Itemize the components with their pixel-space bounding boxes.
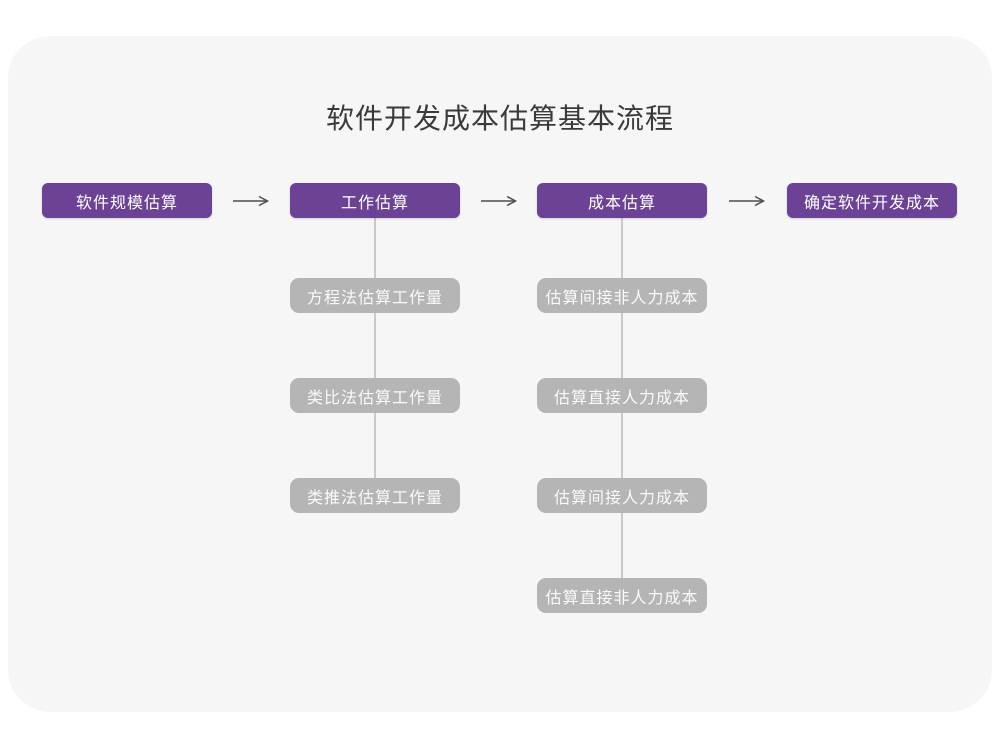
stage-node-software-size-estimation: 软件规模估算 — [42, 183, 212, 218]
flow-arrow-icon — [729, 195, 766, 207]
flow-arrow-icon — [481, 195, 518, 207]
substep-node-analogy-method: 类比法估算工作量 — [290, 378, 460, 413]
substep-node-direct-nonlabor-cost: 估算直接非人力成本 — [537, 578, 707, 613]
substep-node-indirect-nonlabor-cost: 估算间接非人力成本 — [537, 278, 707, 313]
stage-node-determine-cost: 确定软件开发成本 — [787, 183, 957, 218]
diagram-card — [8, 36, 992, 712]
diagram-title: 软件开发成本估算基本流程 — [325, 103, 674, 134]
substep-node-extrapolation-method: 类推法估算工作量 — [290, 478, 460, 513]
substep-node-direct-labor-cost: 估算直接人力成本 — [537, 378, 707, 413]
substep-node-equation-method: 方程法估算工作量 — [290, 278, 460, 313]
stage-node-work-estimation: 工作估算 — [290, 183, 460, 218]
substep-node-indirect-labor-cost: 估算间接人力成本 — [537, 478, 707, 513]
stage-node-cost-estimation: 成本估算 — [537, 183, 707, 218]
connector-line-work — [374, 218, 376, 496]
flow-arrow-icon — [233, 195, 270, 207]
